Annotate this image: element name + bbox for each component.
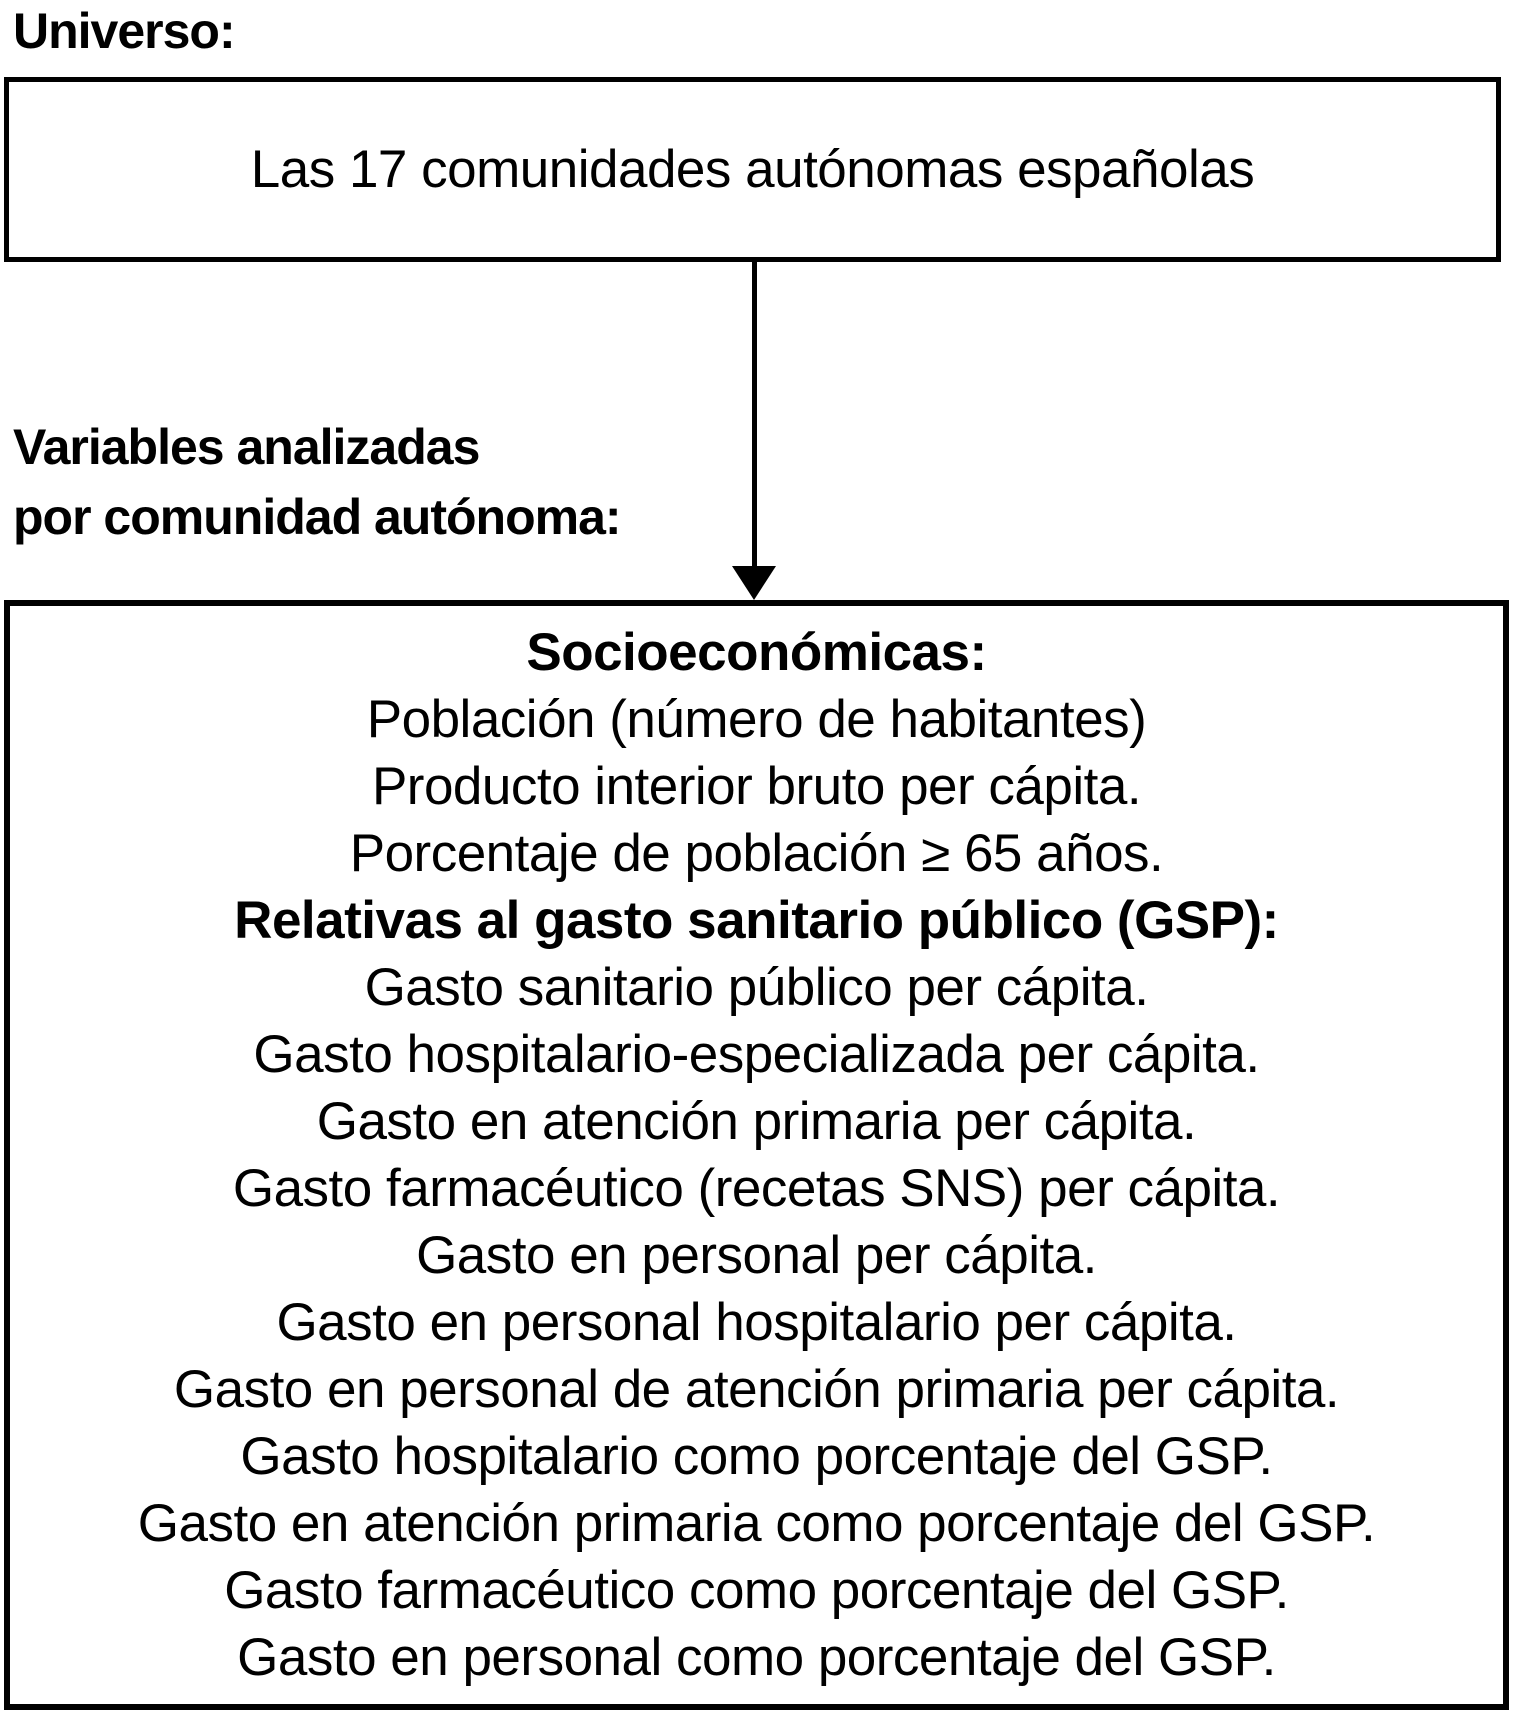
section-heading-gsp: Relativas al gasto sanitario público (GS… <box>234 891 1279 950</box>
variables-box: Socioeconómicas: Población (número de ha… <box>4 600 1509 1710</box>
variable-line: Gasto en atención primaria per cápita. <box>316 1092 1197 1151</box>
universe-box-text: Las 17 comunidades autónomas españolas <box>250 140 1255 199</box>
variable-line: Población (número de habitantes) <box>366 690 1147 749</box>
variable-line: Porcentaje de población ≥ 65 años. <box>349 824 1164 883</box>
variable-line: Gasto en personal per cápita. <box>416 1226 1097 1285</box>
variable-line: Gasto en atención primaria como porcenta… <box>137 1494 1376 1553</box>
variables-heading-line2: por comunidad autónoma: <box>13 489 622 545</box>
universe-box: Las 17 comunidades autónomas españolas <box>4 77 1501 262</box>
variable-line: Gasto en personal de atención primaria p… <box>173 1360 1340 1419</box>
variable-line: Gasto farmacéutico como porcentaje del G… <box>224 1561 1289 1620</box>
variables-heading: Variables analizadas por comunidad autón… <box>13 412 622 552</box>
universe-heading: Universo: <box>13 3 236 59</box>
variable-line: Gasto en personal hospitalario per cápit… <box>276 1293 1237 1352</box>
variables-heading-line1: Variables analizadas <box>13 419 480 475</box>
variable-line: Gasto en personal como porcentaje del GS… <box>237 1628 1276 1687</box>
variable-line: Gasto farmacéutico (recetas SNS) per cáp… <box>232 1159 1281 1218</box>
variable-line: Gasto hospitalario como porcentaje del G… <box>240 1427 1273 1486</box>
variable-line: Gasto sanitario público per cápita. <box>364 958 1149 1017</box>
variable-line: Gasto hospitalario-especializada per cáp… <box>253 1025 1260 1084</box>
section-heading-socioeconomicas: Socioeconómicas: <box>526 623 987 682</box>
flow-arrow-line <box>752 261 757 567</box>
arrow-down-icon <box>732 566 776 600</box>
variable-line: Producto interior bruto per cápita. <box>371 757 1142 816</box>
